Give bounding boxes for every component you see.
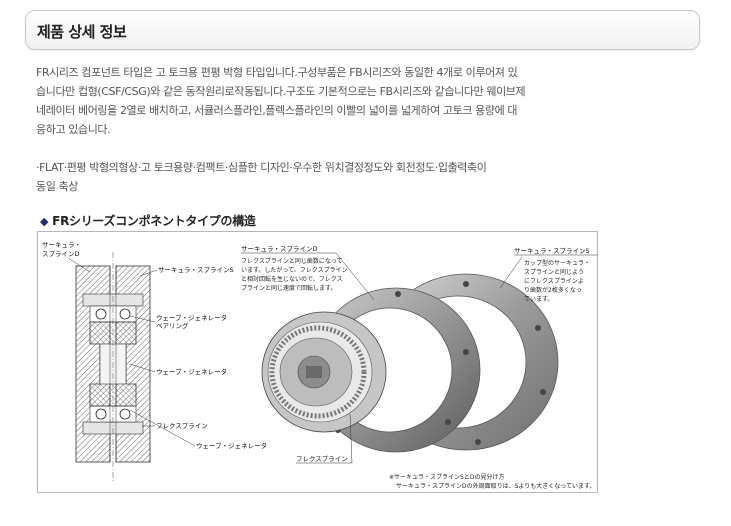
label-wave-generator-bearing-2: ベアリング xyxy=(156,321,189,330)
label-circular-spline-d-center: サーキュラ・スプラインD xyxy=(241,245,318,253)
callout-d-line: と相対回転を生じないので、フレクス xyxy=(241,275,343,283)
label-flexspline-bottom: フレクスプライン xyxy=(296,455,348,463)
exploded-view-drawing xyxy=(261,273,559,453)
product-detail-header: 제품 상세 정보 xyxy=(25,10,700,50)
note-line: ※サーキュラ・スプラインSとDの見分け方 xyxy=(389,473,504,481)
structure-figure: サーキュラ・ スプラインD サーキュラ・スプラインS ウェーブ・ジェネレータ ベ… xyxy=(37,231,598,493)
label-circular-spline-s-right: サーキュラ・スプラインS xyxy=(514,247,590,255)
callout-s-line: ています。 xyxy=(524,296,553,303)
description-line: 습니다만 컵형(CSF/CSG)와 같은 동작원리로작동됩니다.구조도 기본적으… xyxy=(36,85,526,98)
page-title: 제품 상세 정보 xyxy=(37,23,127,41)
label-wave-generator-mid: ウェーブ・ジェネレータ xyxy=(156,367,227,376)
note-line: サーキュラ・スプラインDの外周面取りは、Sよりも大きくなっています。 xyxy=(396,482,595,490)
callout-d-line: プラインと同じ速度で回転します。 xyxy=(241,284,336,292)
features-line: 동일 축상 xyxy=(36,180,78,193)
product-description: FR시리즈 컴포넌트 타입은 고 토크용 편평 박형 타입입니다.구성부품은 F… xyxy=(36,63,606,196)
description-line: 응하고 있습니다. xyxy=(36,123,111,136)
features-line: ·FLAT·편평 박형의형상·고 토크용량·컴팩트·심플한 디자인·우수한 위치… xyxy=(36,161,487,174)
label-circular-spline-d-1: サーキュラ・ xyxy=(42,241,81,249)
label-flexspline-left: フレクスプライン xyxy=(156,422,208,430)
section-heading-text: FRシリーズコンポネントタイプの構造 xyxy=(52,214,256,228)
structure-section-heading: ◆FRシリーズコンポネントタイプの構造 xyxy=(40,212,256,229)
label-circular-spline-s-left: サーキュラ・スプラインS xyxy=(158,266,234,274)
callout-s-line: スプラインと同じよう xyxy=(524,269,584,276)
description-line: 네레이터 베어링을 2열로 배치하고, 서큘러스플라인,플렉스플라인의 이빨의 … xyxy=(36,104,518,117)
callout-d-line: フレクスプラインと同じ歯数になって xyxy=(241,257,343,265)
diamond-bullet-icon: ◆ xyxy=(40,215,49,228)
label-wave-generator-bottom: ウェーブ・ジェネレータ xyxy=(196,441,267,450)
callout-s-line: にフレクスプラインよ xyxy=(524,278,584,285)
structure-diagram: サーキュラ・ スプラインD サーキュラ・スプラインS ウェーブ・ジェネレータ ベ… xyxy=(42,241,598,490)
callout-d-line: います。したがって、フレクスプライン xyxy=(241,266,348,274)
cross-section-drawing xyxy=(75,252,151,482)
label-wave-generator-bearing-1: ウェーブ・ジェネレータ xyxy=(156,313,227,322)
label-circular-spline-d-2: スプラインD xyxy=(42,250,80,258)
callout-s-line: り歯数が2枚多くなっ xyxy=(524,286,582,294)
description-line: FR시리즈 컴포넌트 타입은 고 토크용 편평 박형 타입입니다.구성부품은 F… xyxy=(36,66,518,79)
callout-s-line: カップ型のサーキュラ・ xyxy=(524,259,590,267)
